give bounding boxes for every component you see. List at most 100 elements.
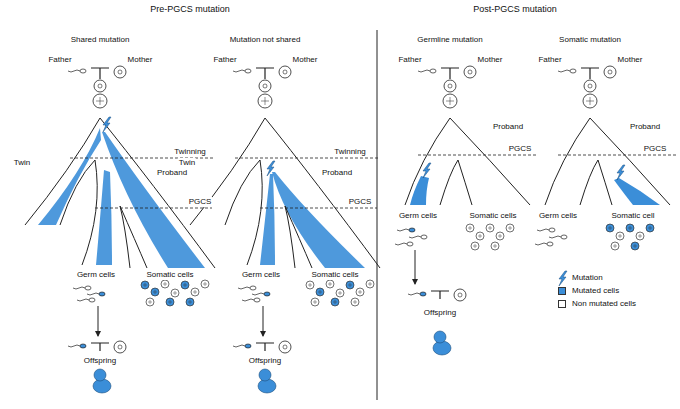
drawing-stroke (233, 69, 251, 73)
drawing-stroke (283, 70, 287, 74)
legend-text: Non mutated cells (572, 299, 636, 309)
drawing-stroke (494, 245, 496, 247)
drawing-stroke (479, 235, 481, 237)
drawing-stroke (608, 70, 612, 74)
drawing-stroke (409, 235, 427, 239)
drawing-stroke (93, 369, 111, 393)
drawing-stroke (316, 288, 324, 296)
diagram-label: Somatic mutation (558, 35, 622, 45)
drawing-stroke (149, 301, 151, 303)
drawing-stroke (606, 224, 614, 232)
drawing-stroke (377, 30, 378, 400)
drawing-stroke (184, 284, 186, 286)
diagram-label: Proband (492, 122, 524, 132)
drawing-stroke (395, 242, 413, 246)
drawing-stroke (614, 245, 616, 247)
drawing-stroke (329, 283, 331, 285)
drawing-stroke (252, 292, 270, 296)
diagram-label: Mother (477, 55, 504, 65)
drawing-stroke (91, 343, 109, 351)
drawing-stroke (154, 291, 156, 293)
drawing-stroke (489, 227, 491, 229)
drawing-stroke (611, 242, 619, 250)
drawing-stroke (431, 291, 449, 299)
drawing-stroke (545, 118, 670, 205)
drawing-stroke (77, 298, 95, 302)
drawing-stroke (558, 69, 576, 73)
drawing-stroke (583, 94, 597, 108)
drawing-stroke (617, 165, 625, 180)
drawing-stroke (314, 301, 316, 303)
drawing-stroke (93, 94, 107, 108)
drawing-stroke (118, 70, 122, 74)
drawing-stroke (233, 344, 251, 348)
drawing-stroke (418, 155, 538, 156)
drawing-stroke (354, 301, 356, 303)
drawing-stroke (306, 281, 314, 289)
drawing-stroke (256, 68, 274, 79)
legend-text: Mutated cells (572, 286, 619, 296)
drawing-stroke (444, 80, 456, 92)
drawing-stroke (346, 281, 354, 289)
drawing-stroke (103, 117, 111, 132)
diagram-label: Somatic cells (310, 270, 359, 280)
diagram-label: Twinning (333, 147, 367, 157)
drawing-stroke (491, 242, 499, 250)
drawing-stroke (87, 292, 105, 296)
drawing-stroke (68, 69, 86, 73)
drawing-stroke (408, 292, 426, 296)
drawing-stroke (506, 224, 514, 232)
diagram-label: Shared mutation (70, 35, 131, 45)
diagram-label: PGCS (188, 197, 213, 207)
drawing-stroke (639, 235, 641, 237)
drawing-stroke (283, 345, 287, 349)
drawing-stroke (581, 68, 599, 79)
drawing-stroke (474, 245, 476, 247)
drawing-stroke (369, 283, 371, 285)
drawing-stroke (141, 281, 149, 289)
drawing-stroke (619, 235, 621, 237)
drawing-stroke (339, 292, 341, 294)
drawing-stroke (446, 97, 454, 105)
diagram-label: Proband (156, 168, 188, 178)
drawing-stroke (588, 84, 592, 88)
diagram-label: Father (47, 55, 72, 65)
drawing-stroke (73, 286, 91, 290)
diagram-label: Mutation not shared (229, 35, 302, 45)
diagram-label: Somatic cells (145, 270, 194, 280)
drawing-stroke (261, 97, 269, 105)
section-heading: Pre-PGCS mutation (149, 4, 231, 15)
drawing-stroke (423, 163, 431, 178)
diagram-label: Germ cells (76, 270, 116, 280)
drawing-stroke (260, 208, 377, 209)
drawing-stroke (499, 235, 501, 237)
drawing-stroke (161, 280, 169, 288)
drawing-stroke (559, 271, 567, 286)
drawing-stroke (263, 306, 264, 336)
drawing-stroke (259, 80, 271, 92)
drawing-stroke (311, 298, 319, 306)
drawing-stroke (454, 289, 466, 301)
drawing-stroke (235, 158, 380, 159)
drawing-stroke (646, 224, 654, 232)
drawing-stroke (204, 283, 206, 285)
drawing-stroke (415, 250, 416, 284)
legend-swatch (558, 287, 566, 295)
drawing-stroke (258, 94, 272, 108)
drawing-stroke (171, 289, 179, 297)
diagram-label: PGCS (348, 197, 373, 207)
drawing-stroke (189, 301, 191, 303)
drawing-stroke (118, 345, 122, 349)
drawing-stroke (509, 227, 511, 229)
drawing-stroke (535, 242, 553, 246)
diagram-label: Offspring (248, 356, 282, 366)
drawing-stroke (649, 227, 651, 229)
diagram-label: Mother (127, 55, 154, 65)
drawing-stroke (144, 284, 146, 286)
drawing-stroke (169, 301, 171, 303)
drawing-stroke (631, 242, 639, 250)
section-heading: Post-PGCS mutation (472, 4, 558, 15)
drawing-stroke (336, 289, 344, 297)
drawing-stroke (190, 118, 380, 268)
